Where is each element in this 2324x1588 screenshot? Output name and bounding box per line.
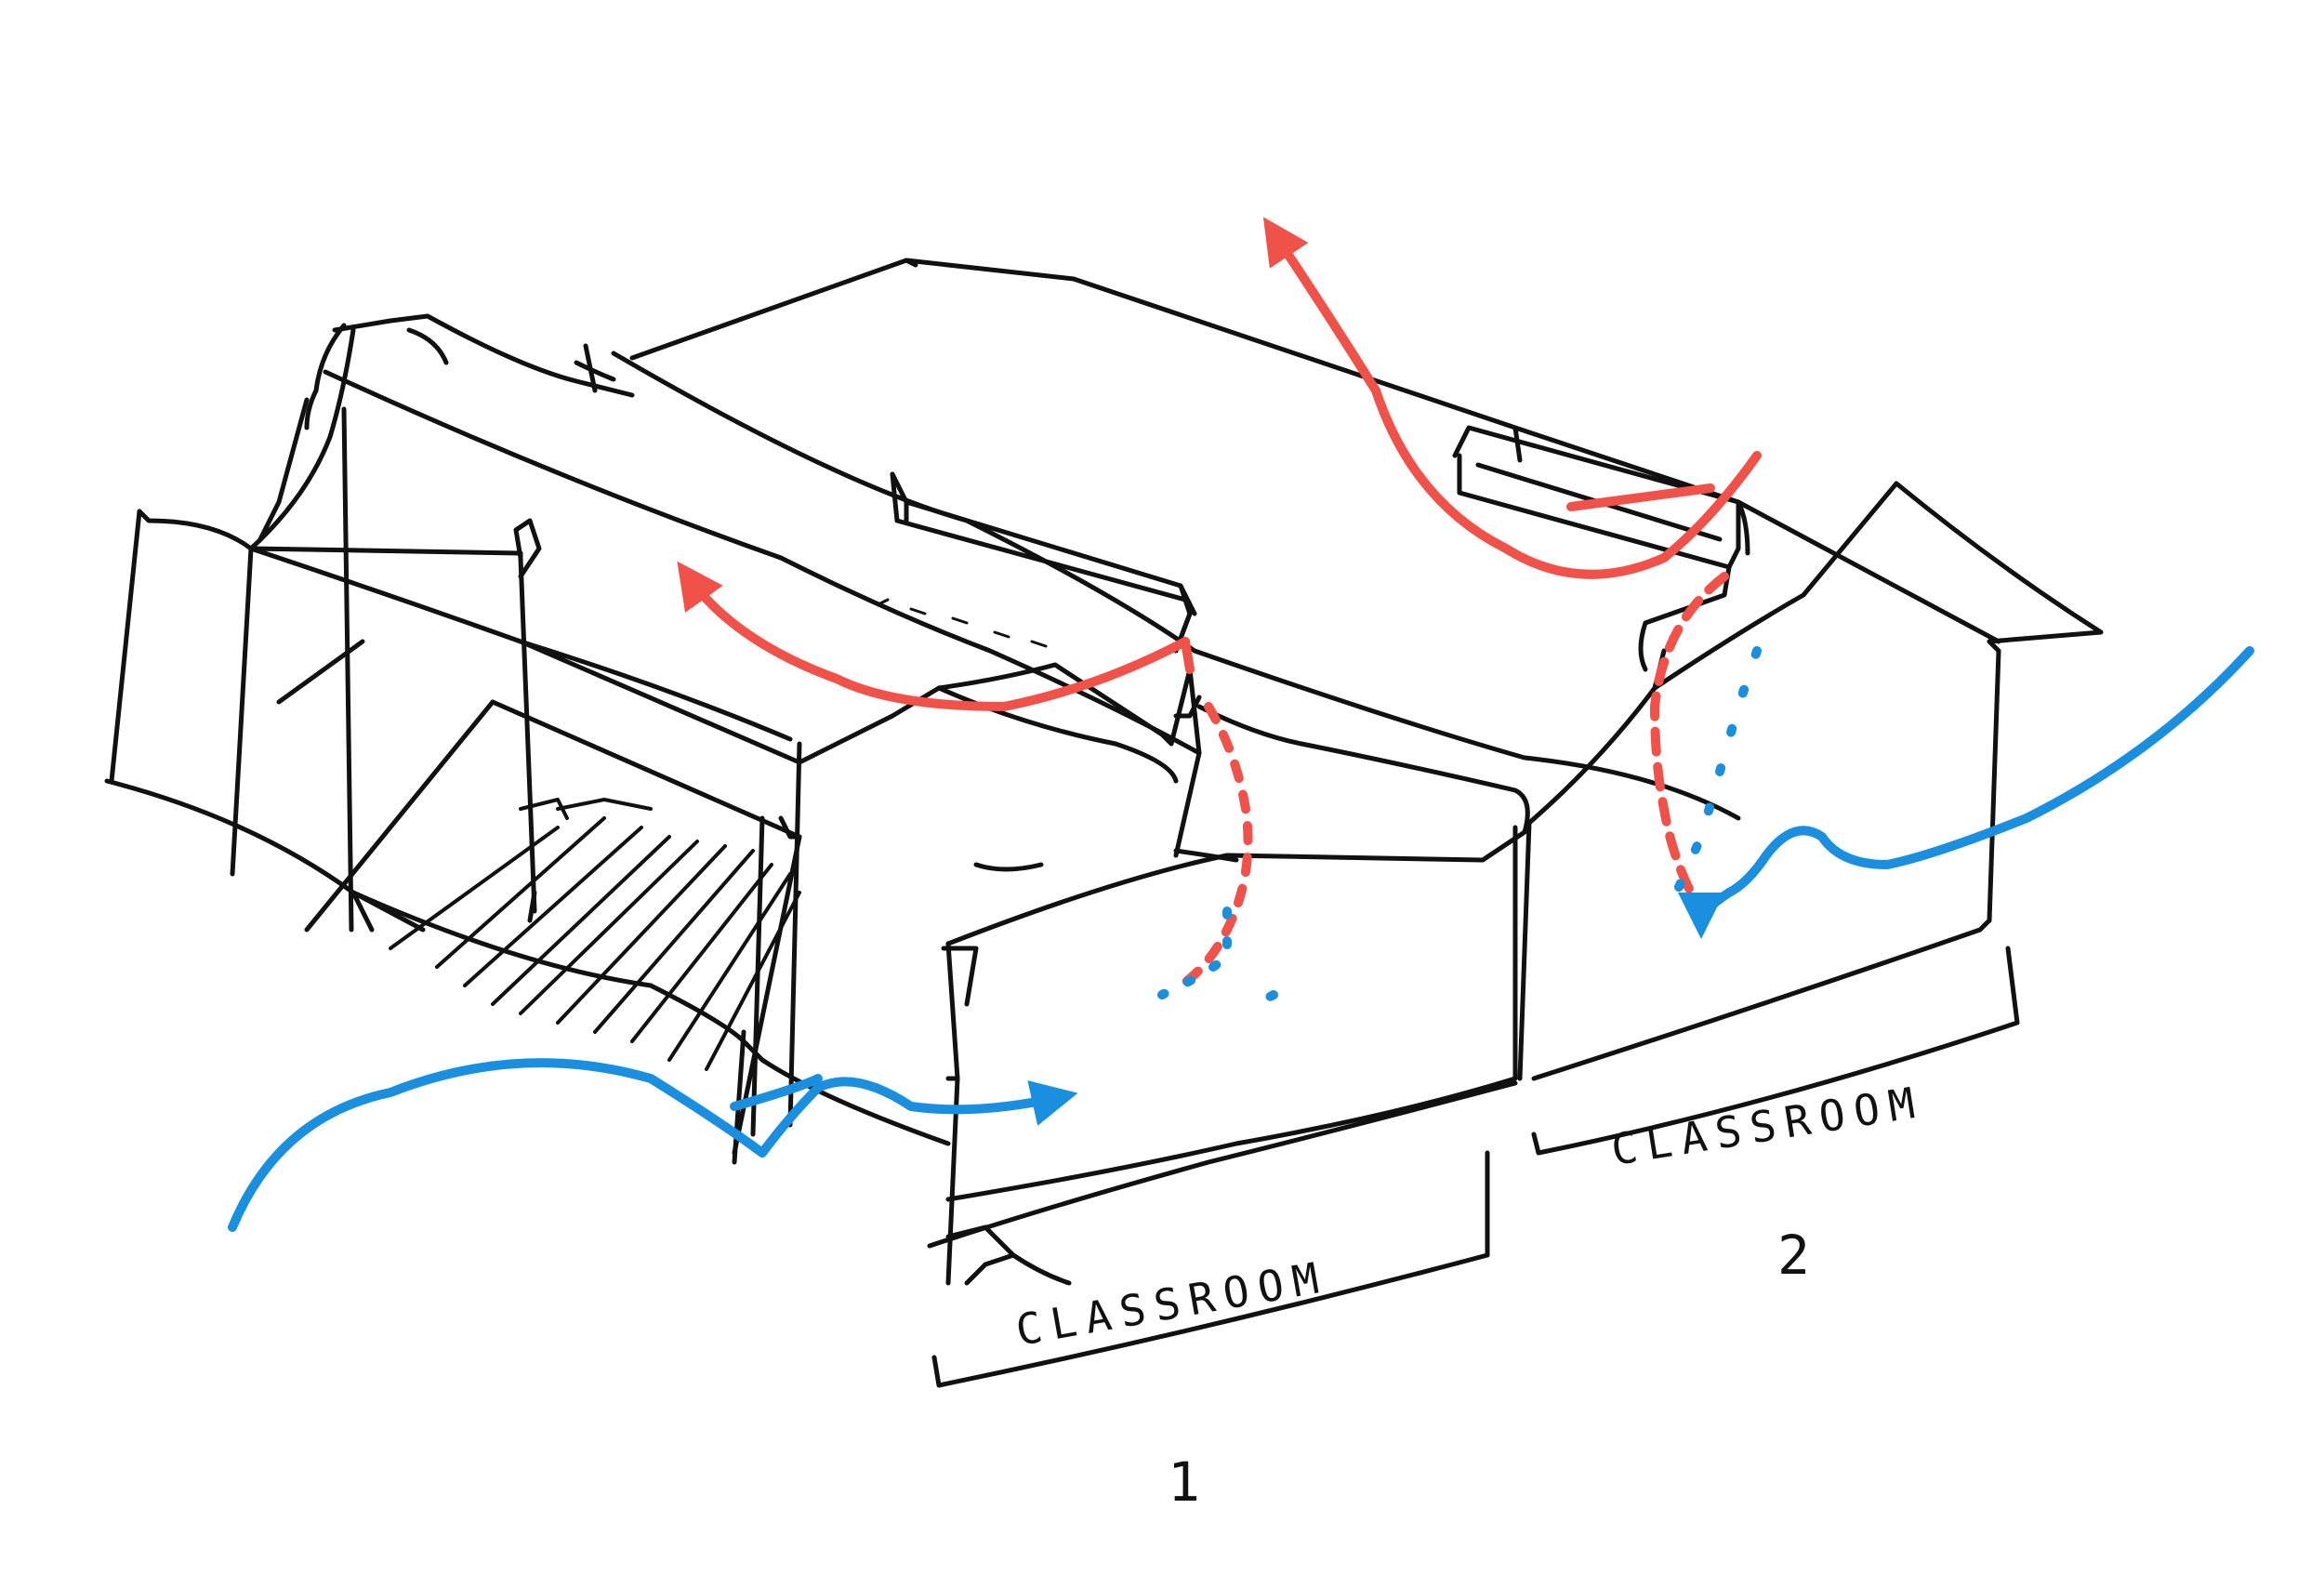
warm-airflow	[677, 217, 1762, 990]
classroom-2-number: 2	[1777, 1224, 1810, 1287]
classroom-1-number: 1	[1168, 1450, 1200, 1514]
building-outline	[104, 258, 2104, 1388]
cool-airflow	[228, 646, 2254, 1232]
